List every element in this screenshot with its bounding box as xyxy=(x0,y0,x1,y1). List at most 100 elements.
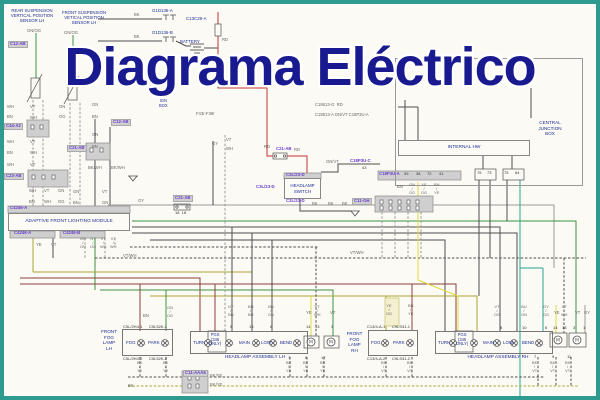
connector-block xyxy=(30,77,41,99)
connector-block xyxy=(474,168,497,181)
wire-label: 38 xyxy=(416,171,421,176)
connector-pin xyxy=(195,383,200,389)
wire-label: 13 xyxy=(562,325,567,330)
connector-block xyxy=(59,230,106,239)
wire-label: 5 xyxy=(230,324,233,329)
wire xyxy=(20,283,457,331)
wire-label: BN / BU xyxy=(248,304,254,318)
connector-block xyxy=(85,142,111,161)
component-label: PARK xyxy=(148,340,160,345)
connector-pin xyxy=(89,147,94,153)
connector-pin xyxy=(187,383,192,389)
ground-icon xyxy=(350,210,360,217)
component-label: LOW xyxy=(503,340,514,345)
wire-label: BN xyxy=(73,200,79,205)
wire-label: BK / VT xyxy=(407,360,413,374)
wire-label: WH xyxy=(7,104,14,109)
bulb-icon xyxy=(162,340,168,346)
motor-letter: M xyxy=(309,340,313,346)
fuse-terminal-icon xyxy=(185,205,189,209)
wire-label: 8 xyxy=(305,355,308,360)
wire-label: WH xyxy=(30,150,37,155)
wire-label: BN xyxy=(92,144,98,149)
ground-icon xyxy=(163,14,176,20)
wire-label: 8 xyxy=(500,325,503,330)
wire-label: VT xyxy=(330,310,336,315)
motor-letter: M xyxy=(556,338,560,344)
wire-label: 64 xyxy=(515,170,520,175)
connector-label: C12-AB xyxy=(111,119,131,126)
wire xyxy=(132,232,518,331)
bulb-icon xyxy=(494,340,500,346)
connector-block xyxy=(9,230,56,239)
component-label: FOG xyxy=(371,340,381,345)
bulb-icon xyxy=(253,340,259,346)
connector-label: C23-AB xyxy=(4,173,24,180)
bulb-icon xyxy=(471,340,477,346)
ground-icon xyxy=(128,175,138,182)
connector-label: C21-AB xyxy=(173,195,193,202)
wire-label: C9LS31-1 xyxy=(392,324,411,329)
wire-label: BK xyxy=(128,383,134,388)
wire-label: GN xyxy=(58,188,65,193)
wire xyxy=(132,220,577,333)
bulb-icon xyxy=(270,340,276,346)
wire-label: BK / VT xyxy=(381,360,387,374)
wire-label: BU / GN xyxy=(521,304,527,318)
connector-block xyxy=(384,297,400,327)
connector-block xyxy=(568,332,587,348)
headlamp-assembly-lh-label: HEADLAMP ASSEMBLY LH xyxy=(224,355,286,360)
wire-label: 13 xyxy=(249,324,254,329)
wire-label: BN xyxy=(143,313,149,318)
connector-pin xyxy=(388,205,393,211)
wire-label: BK/YE xyxy=(210,382,223,387)
connector-pin xyxy=(406,199,411,205)
wire-label: 7 xyxy=(288,355,291,360)
wire-label: BK / YE xyxy=(137,360,143,374)
wire-label: GN / OG xyxy=(409,182,416,196)
wire-label: BK / YE xyxy=(286,360,292,374)
wire-label: GN xyxy=(92,102,99,107)
connector-block xyxy=(173,203,191,211)
component-label: BEND xyxy=(522,340,535,345)
wire-label: BK / VT xyxy=(550,360,556,374)
wire-label: 7 xyxy=(534,354,537,359)
internal-hw-label: INTERNAL HW xyxy=(447,145,481,151)
ground-icon xyxy=(163,36,176,42)
motor-letter: M xyxy=(329,340,333,346)
wire-label: C5L52K-1 xyxy=(149,324,168,329)
wire xyxy=(217,48,268,153)
component-label: TURN xyxy=(193,340,206,345)
component-label: BEND xyxy=(280,340,293,345)
front-fog-lamp-rh-label: FRONT FOG LAMP RH xyxy=(346,331,363,353)
wire-label: VT/WH xyxy=(350,250,364,255)
wire-label: YE xyxy=(554,310,560,315)
component-label: FOG xyxy=(126,340,136,345)
wire-label: VT / WH xyxy=(314,304,321,318)
headlamp-switch-box: HEADLAMP SWITCH xyxy=(284,178,321,199)
wire-label: C5L/2H4-1 xyxy=(123,324,143,329)
motor-icon xyxy=(553,335,563,345)
wire-label: BK/WH xyxy=(88,165,102,170)
component-label: PGS (345 ONLY) xyxy=(456,332,469,346)
wire-label: 18 18 xyxy=(175,210,187,215)
wire-label: GN xyxy=(102,200,109,205)
wire-label: YE / OG xyxy=(421,182,428,196)
front-fog-lamp-lh-label: FRONT FOG LAMP LH xyxy=(101,329,117,351)
wire-label: YE / OG xyxy=(386,303,393,317)
fuse-terminal-icon xyxy=(175,205,179,209)
wire-label: 75 xyxy=(504,170,509,175)
connector-label: C11-AAA6 xyxy=(183,370,208,377)
wire-label: C13/4-A-1 xyxy=(367,324,386,329)
connector-block xyxy=(374,195,434,213)
bulb-icon xyxy=(138,340,144,346)
bulb-icon xyxy=(205,340,211,346)
wire-label: VT / WH xyxy=(110,236,117,250)
wire-label: C13/4-A-2 xyxy=(367,356,386,361)
central-junction-box-outline xyxy=(395,58,583,186)
wire-label: GN xyxy=(73,189,80,194)
wire-label: GY / OG xyxy=(543,304,550,318)
wire-label: VT / WH xyxy=(100,236,107,250)
component-label: LOW xyxy=(261,340,272,345)
wire-label: VT xyxy=(226,137,232,142)
